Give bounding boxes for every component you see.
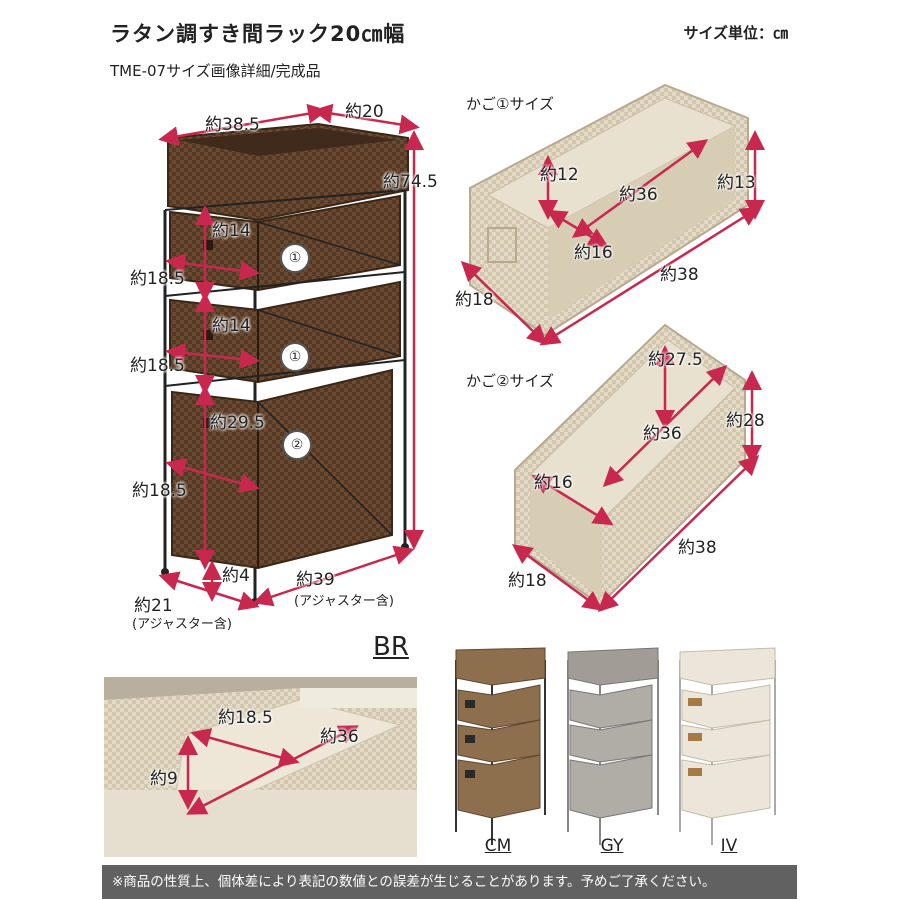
tray-inner-width: 約18.5 <box>218 708 273 728</box>
rack-height: 約74.5 <box>383 172 438 192</box>
badge-basket1-middle: ① <box>280 342 310 372</box>
variant-label-iv: IV <box>720 836 738 856</box>
basket2-inner-length: 約36 <box>643 424 682 444</box>
drawer1-height: 約14 <box>212 221 251 241</box>
unit-label: サイズ単位：㎝ <box>683 24 788 42</box>
drawer2-depth: 約18.5 <box>130 356 185 376</box>
basket2-title: かご②サイズ <box>466 372 554 390</box>
basket1-inner-length: 約36 <box>619 185 658 205</box>
basket1-title: かご①サイズ <box>466 95 554 113</box>
variant-cm <box>455 647 546 845</box>
badge-basket1-top: ① <box>280 243 310 273</box>
drawer1-depth: 約18.5 <box>130 269 185 289</box>
bottom-depth: 約21 <box>134 596 173 616</box>
variant-label-gy: GY <box>600 836 624 856</box>
basket1-width: 約18 <box>455 290 494 310</box>
variant-gy <box>567 647 659 845</box>
basket2-inner-width: 約16 <box>534 473 573 493</box>
rack-depth-top: 約20 <box>345 102 384 122</box>
basket1-height: 約13 <box>717 173 756 193</box>
tray-depth: 約9 <box>150 769 178 789</box>
bottom-width-note: (アジャスター含) <box>294 594 394 609</box>
basket1-inner-height: 約12 <box>540 165 579 185</box>
tray-inner-length: 約36 <box>320 727 359 747</box>
variant-label-cm: CM <box>484 836 512 856</box>
basket1-inner-width: 約16 <box>574 243 613 263</box>
basket2-width: 約18 <box>508 571 547 591</box>
bottom-width: 約39 <box>296 570 335 590</box>
basket2-length: 約38 <box>678 538 717 558</box>
color-shown-label: BR <box>373 632 409 662</box>
drawer2-height: 約14 <box>212 316 251 336</box>
page-title: ラタン調すき間ラック20㎝幅 <box>110 22 406 46</box>
footer-notice: ※商品の性質上、個体差により表記の数値との誤差が生じることがあります。予めご了承… <box>102 865 797 899</box>
drawer3-depth: 約18.5 <box>132 481 187 501</box>
leg-height: 約4 <box>222 566 250 586</box>
rack-width-top: 約38.5 <box>205 115 260 135</box>
basket2-illustration <box>514 323 746 607</box>
basket2-inner-height: 約27.5 <box>648 350 703 370</box>
badge-basket2: ② <box>282 430 312 460</box>
basket1-length: 約38 <box>660 265 699 285</box>
basket2-height: 約28 <box>726 411 765 431</box>
page-subtitle: TME-07サイズ画像詳細/完成品 <box>110 62 321 80</box>
bottom-depth-note: (アジャスター含) <box>132 617 232 632</box>
drawer3-height: 約29.5 <box>210 413 265 433</box>
variant-iv <box>679 647 776 845</box>
